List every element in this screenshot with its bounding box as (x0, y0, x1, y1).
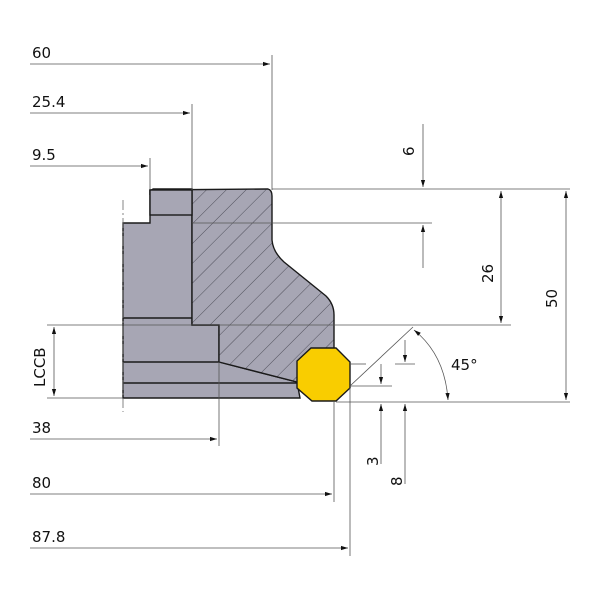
dim-9-5: 9.5 (30, 146, 151, 190)
dim-38: 38 (30, 362, 220, 446)
key-block (149, 189, 193, 216)
cutter-section-hatched (149, 188, 335, 383)
dim-6-label: 6 (400, 146, 418, 156)
dim-8: 8 (388, 340, 408, 486)
dim-60-label: 60 (32, 44, 51, 62)
dim-9-5-label: 9.5 (32, 146, 56, 164)
dim-26: 26 (479, 191, 504, 323)
dim-lccb: LCCB (31, 327, 57, 396)
dim-25-4: 25.4 (30, 93, 193, 190)
dim-3: 3 (364, 364, 384, 466)
dim-38-label: 38 (32, 419, 51, 437)
dim-angle-45: 45° (349, 326, 478, 401)
dim-angle-label: 45° (451, 356, 478, 374)
dim-26-label: 26 (479, 264, 497, 283)
dim-60: 60 (30, 44, 273, 190)
dim-80: 80 (30, 401, 335, 502)
dim-3-label: 3 (364, 456, 382, 466)
dim-50: 50 (543, 191, 569, 400)
dim-8-label: 8 (388, 476, 406, 486)
dim-25-4-label: 25.4 (32, 93, 65, 111)
dim-50-label: 50 (543, 289, 561, 308)
dim-lccb-label: LCCB (31, 347, 49, 387)
dim-6: 6 (400, 124, 426, 268)
dim-80-label: 80 (32, 474, 51, 492)
octagonal-insert (296, 347, 351, 402)
dim-87-8-label: 87.8 (32, 528, 65, 546)
dim-87-8: 87.8 (30, 388, 351, 556)
